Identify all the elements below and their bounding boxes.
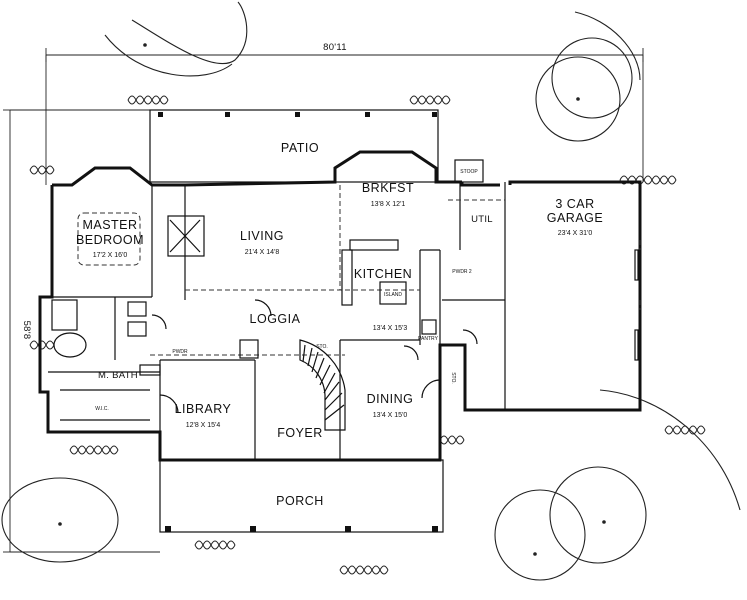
porch-label: PORCH <box>276 494 324 508</box>
master-bedroom-label-2: BEDROOM <box>76 233 144 247</box>
kitchen-island <box>379 281 407 305</box>
loggia-label: LOGGIA <box>250 312 301 326</box>
garage-label: 3 CAR <box>555 197 594 211</box>
dining-label: DINING <box>367 392 414 406</box>
sto-stair-label: STO. <box>316 344 328 350</box>
library-size: 12'8 X 15'4 <box>186 422 221 429</box>
porch: PORCH <box>159 459 444 533</box>
patio: PATIO <box>149 109 439 183</box>
trees <box>1 1 741 581</box>
kitchen-size: 13'4 X 15'3 <box>373 325 408 332</box>
pwdr2-label: PWDR 2 <box>452 269 472 275</box>
library-label: LIBRARY <box>175 402 232 416</box>
shrubs <box>29 95 706 575</box>
master-bedroom-size: 17'2 X 16'0 <box>93 252 128 259</box>
island-label: ISLAND <box>384 292 402 298</box>
living-label: LIVING <box>240 229 284 243</box>
dimension-lines: 80'11 58'8 <box>3 42 644 553</box>
living-size: 21'4 X 14'8 <box>245 249 280 256</box>
tree-bottom-right-trunk <box>602 520 606 524</box>
kitchen-label: KITCHEN <box>354 267 412 281</box>
interior-walls <box>48 159 641 460</box>
room-labels: MASTER BEDROOM 17'2 X 16'0 LIVING 21'4 X… <box>76 169 603 440</box>
pantry-label: PANTRY <box>418 336 438 342</box>
pwdr-label: PWDR <box>172 349 188 355</box>
width-dimension: 80'11 <box>323 42 347 53</box>
foyer-label: FOYER <box>277 426 323 440</box>
mbath-label: M. BATH <box>98 370 138 381</box>
doors <box>151 299 478 414</box>
patio-label: PATIO <box>281 141 319 155</box>
tree-bottom-right-trunk-2 <box>533 552 537 556</box>
master-bedroom-label: MASTER <box>82 218 137 232</box>
depth-dimension: 58'8 <box>21 321 32 340</box>
garage-size: 23'4 X 31'0 <box>558 230 593 237</box>
tree-top-right-trunk <box>576 97 580 101</box>
tree-top-left-trunk <box>143 43 147 47</box>
stoop-label: STOOP <box>460 169 478 175</box>
dining-size: 13'4 X 15'0 <box>373 412 408 419</box>
master-bedroom-area: MASTER BEDROOM 17'2 X 16'0 <box>76 212 144 266</box>
brkfst-size: 13'8 X 12'1 <box>371 201 406 208</box>
wic-label: W.I.C. <box>95 406 109 412</box>
garage-label-2: GARAGE <box>547 211 604 225</box>
tree-bottom-left-trunk <box>58 522 62 526</box>
util-label: UTIL <box>471 214 493 225</box>
brkfst-label: BRKFST <box>362 181 414 195</box>
sto-side-label: STO. <box>450 372 456 384</box>
